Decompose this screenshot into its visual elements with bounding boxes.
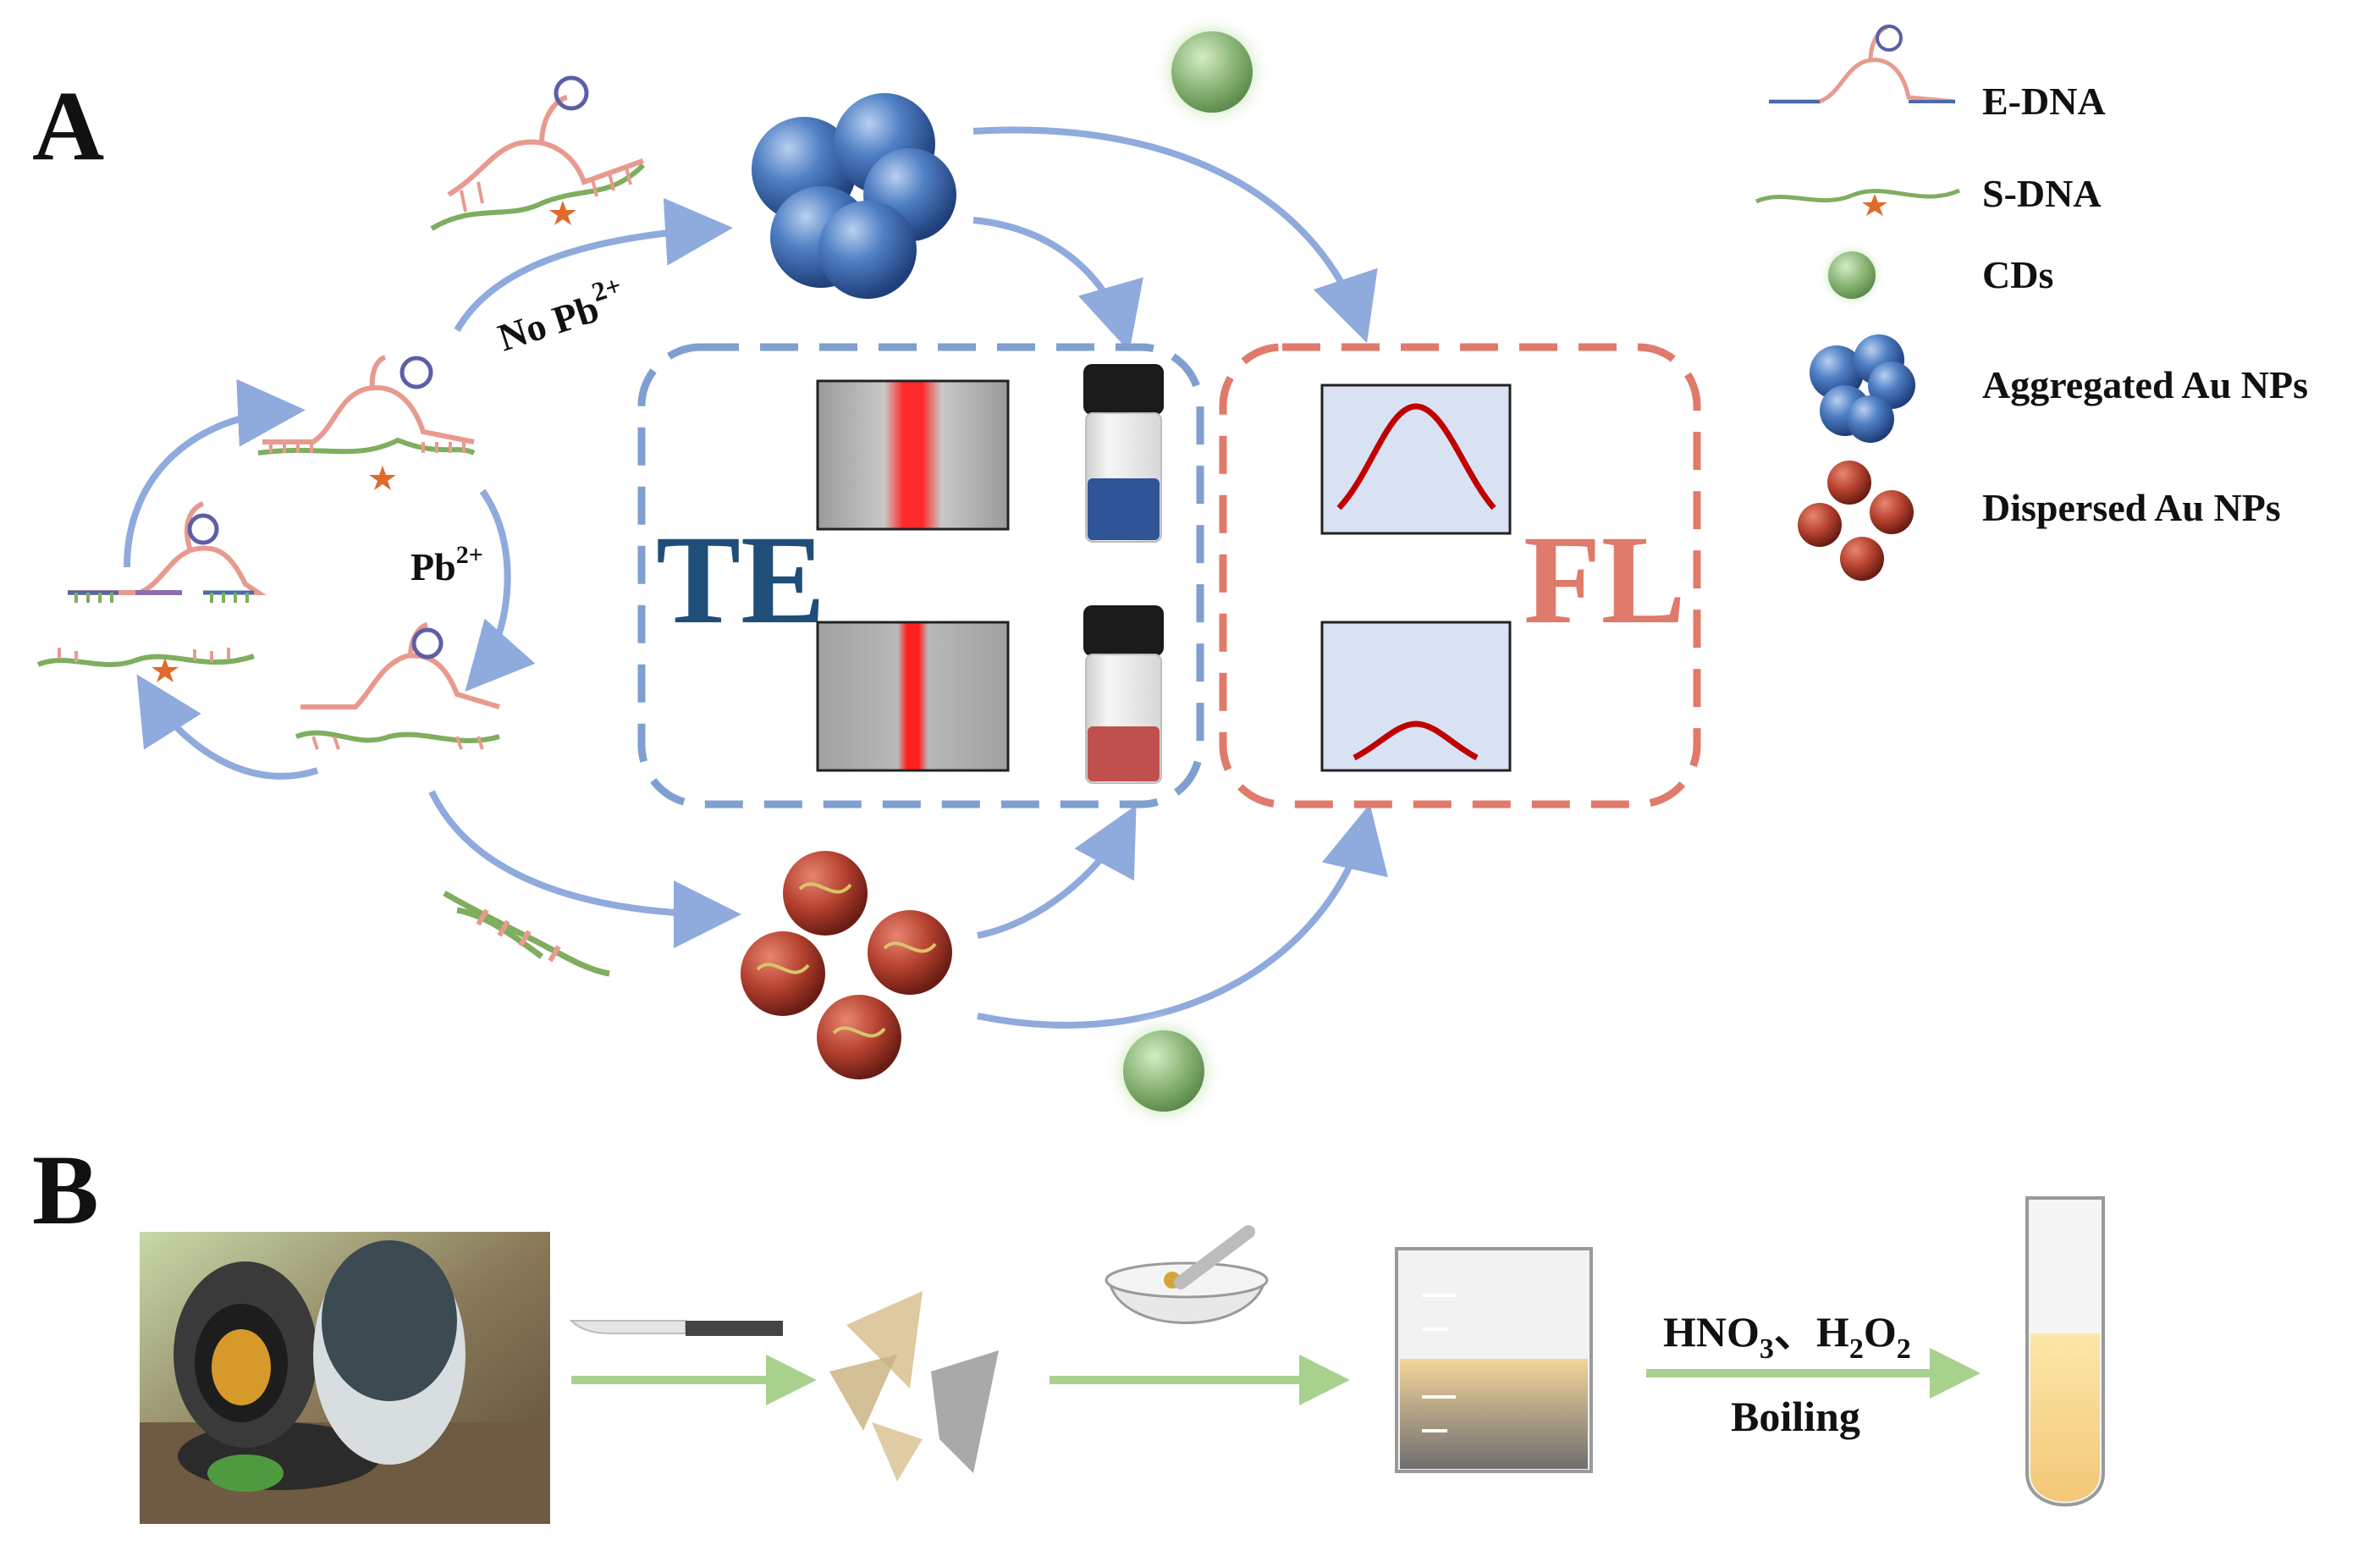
- legend-aggregated-label: Aggregated Au NPs: [1982, 363, 2308, 406]
- test-tube-icon: [2025, 1196, 2105, 1507]
- legend-aggregated-icon: [1810, 334, 1915, 443]
- panel-a-label: A: [32, 70, 104, 181]
- legend: E-DNA S-DNA CDs Aggregated Au NPs Disper…: [1755, 25, 2308, 581]
- panel-b-label: B: [32, 1134, 99, 1245]
- fluorescence-high-plot: [1320, 384, 1512, 535]
- cd-sphere-bottom: [1105, 1012, 1223, 1130]
- legend-e-dna-icon: [1769, 25, 1956, 104]
- te-dashed-box: [637, 343, 1204, 809]
- fl-label: FL: [1523, 510, 1686, 650]
- s-dna-icon: [36, 648, 255, 682]
- vial-blue-solution: [1083, 364, 1164, 543]
- released-s-dna-fragment: [443, 890, 610, 977]
- pb-label: Pb2+: [410, 541, 483, 588]
- legend-s-dna-icon: [1755, 188, 1961, 216]
- top-e-dna-s-dna-complex: [430, 75, 646, 231]
- no-pb-label: No Pb2+: [490, 269, 631, 359]
- cd-sphere-top: [1153, 13, 1271, 131]
- aggregated-au-nps-cluster: [752, 93, 956, 299]
- legend-cds-label: CDs: [1982, 253, 2053, 296]
- cycle-arrows: [124, 126, 1388, 1029]
- dispersed-au-nps-cluster: [741, 851, 952, 1079]
- egg-pieces: [829, 1291, 999, 1482]
- legend-s-dna-label: S-DNA: [1982, 172, 2102, 215]
- te-label: TE: [656, 510, 825, 650]
- reagents-label: HNO3、H2O2: [1663, 1308, 1911, 1365]
- fluorescence-low-plot: [1320, 621, 1512, 772]
- e-dna-s-dna-hybrid-top: [257, 355, 476, 490]
- thermal-image-strong: [816, 379, 1010, 531]
- process-arrows: [571, 1348, 1981, 1405]
- vial-red-solution: [1083, 605, 1164, 784]
- preserved-egg-photo: [140, 1232, 550, 1524]
- e-dna-s-dna-separate: [36, 501, 267, 682]
- boiling-label: Boiling: [1731, 1393, 1860, 1440]
- e-dna-icon: [68, 501, 267, 603]
- legend-dispersed-icon: [1798, 461, 1914, 581]
- legend-e-dna-label: E-DNA: [1982, 80, 2106, 123]
- knife-icon: [569, 1320, 783, 1336]
- legend-cd-icon: [1818, 241, 1886, 309]
- e-dna-s-dna-cleaved: [295, 622, 500, 750]
- fl-dashed-box: [1219, 343, 1701, 809]
- thermal-image-weak: [816, 621, 1010, 772]
- beaker-icon: [1395, 1247, 1593, 1473]
- legend-dispersed-label: Dispersed Au NPs: [1982, 486, 2281, 529]
- mortar-pestle-icon: [1105, 1225, 1269, 1324]
